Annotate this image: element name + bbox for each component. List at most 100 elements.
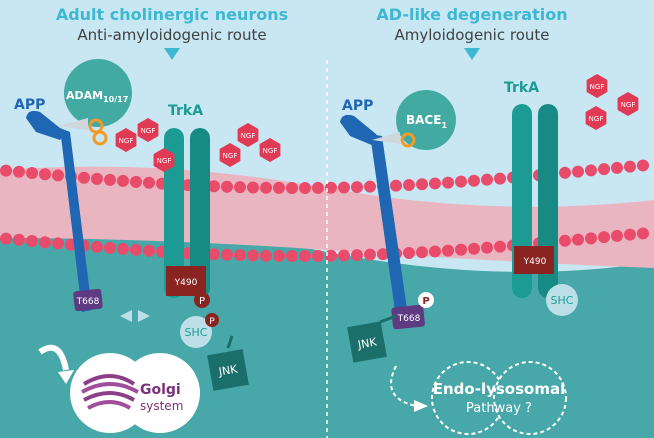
right-shc-label: SHC	[551, 294, 574, 307]
left-subtitle: Anti-amyloidogenic route	[77, 26, 266, 44]
lipid-head	[338, 181, 350, 194]
left-p-label: P	[199, 296, 205, 307]
lipid-head	[26, 167, 38, 180]
lipid-head	[572, 165, 584, 178]
lipid-head	[208, 248, 220, 261]
left-double-arrow-icon	[120, 310, 132, 322]
left-title: Adult cholinergic neurons	[56, 5, 288, 24]
lipid-head	[13, 165, 25, 178]
left-shc-circle	[180, 316, 212, 348]
lipid-head	[130, 243, 142, 256]
left-down-arrow-icon	[164, 48, 180, 60]
ngf-label: NGF	[621, 101, 636, 109]
left-jnk-label: JNK	[217, 362, 239, 378]
lipid-head	[494, 240, 506, 253]
right-trka-label: TrkA	[504, 80, 539, 96]
lipid-head	[598, 231, 610, 244]
lipid-head	[299, 249, 311, 262]
lipid-head	[286, 181, 298, 194]
left-scissors-icon	[58, 118, 108, 146]
golgi-icon	[81, 374, 139, 410]
ngf-hexagon	[617, 92, 639, 116]
lipid-head	[429, 245, 441, 258]
right-t668-label: T668	[397, 314, 421, 324]
lipid-head	[260, 181, 272, 194]
lipid-head	[429, 177, 441, 190]
ngf-label: NGF	[589, 115, 604, 123]
golgi-title: Golgi	[140, 382, 181, 398]
lipid-head	[39, 168, 51, 181]
lipid-head	[416, 246, 428, 259]
right-app-label: APP	[342, 98, 373, 114]
left-golgi-arrow	[38, 344, 69, 371]
lipid-head	[286, 249, 298, 262]
lipid-head	[403, 246, 415, 259]
lipid-head	[585, 232, 597, 245]
endo-circle-right	[493, 361, 567, 435]
adam-circle	[64, 59, 132, 127]
right-jnk-box	[347, 321, 387, 363]
lipid-head	[0, 232, 12, 245]
lipid-head	[273, 249, 285, 262]
ngf-hexagon	[153, 148, 175, 172]
ngf-label: NGF	[590, 83, 605, 91]
lipid-head	[104, 173, 116, 186]
lipid-head	[130, 175, 142, 188]
endo-title: Endo-lysosomal	[433, 380, 565, 398]
right-shc-circle	[546, 284, 578, 316]
right-scissors-icon	[372, 132, 416, 148]
lipid-head	[104, 241, 116, 254]
lipid-head	[494, 172, 506, 185]
lipid-head	[221, 248, 233, 261]
membrane-band	[0, 166, 654, 268]
lipid-head	[39, 236, 51, 249]
left-trka-label: TrkA	[168, 103, 203, 119]
lipid-head	[52, 237, 64, 250]
lipid-head	[117, 242, 129, 255]
left-phospho-trka-icon	[194, 292, 210, 308]
lipid-head	[455, 243, 467, 256]
ngf-label: NGF	[157, 157, 172, 165]
left-y490-label: Y490	[174, 278, 198, 288]
lipid-head	[481, 173, 493, 186]
lipid-head	[559, 234, 571, 247]
left-jnk-box	[207, 349, 249, 391]
lipid-head	[312, 181, 324, 194]
lipid-head	[325, 249, 337, 262]
ngf-hexagon	[137, 118, 159, 142]
lipid-head	[364, 180, 376, 193]
right-jnk-label: JNK	[356, 335, 378, 351]
lipid-head	[559, 166, 571, 179]
lipid-head	[442, 176, 454, 189]
lipid-head	[637, 227, 649, 240]
lipid-head	[299, 181, 311, 194]
left-trka-receptor: Y490	[164, 128, 210, 298]
lipid-head	[247, 181, 259, 194]
left-phospho-shc-icon	[205, 313, 219, 327]
right-title: AD-like degeneration	[376, 5, 567, 24]
left-jnk-inhibit-line	[226, 335, 234, 349]
left-t668-label: T668	[76, 297, 100, 307]
golgi-circle-right	[120, 353, 200, 433]
lipid-head	[312, 249, 324, 262]
left-p2-label: P	[209, 317, 215, 327]
lipid-head	[468, 174, 480, 187]
lipid-head	[364, 248, 376, 261]
lipid-head	[611, 161, 623, 174]
right-endo-arrow	[390, 365, 417, 407]
lipid-head	[455, 175, 467, 188]
lipid-head	[234, 181, 246, 194]
lipid-head	[585, 164, 597, 177]
ngf-hexagon	[115, 128, 137, 152]
ngf-label: NGF	[241, 132, 256, 140]
lipid-head	[221, 180, 233, 193]
lipid-head	[403, 178, 415, 191]
right-p-label: P	[422, 296, 429, 307]
lipid-head	[416, 178, 428, 191]
lipid-heads-bottom	[0, 227, 649, 262]
adam-label: ADAM10/17	[66, 89, 128, 104]
ngf-hexagon	[585, 106, 607, 130]
ngf-hexagon	[219, 143, 241, 167]
lipid-head	[442, 244, 454, 257]
